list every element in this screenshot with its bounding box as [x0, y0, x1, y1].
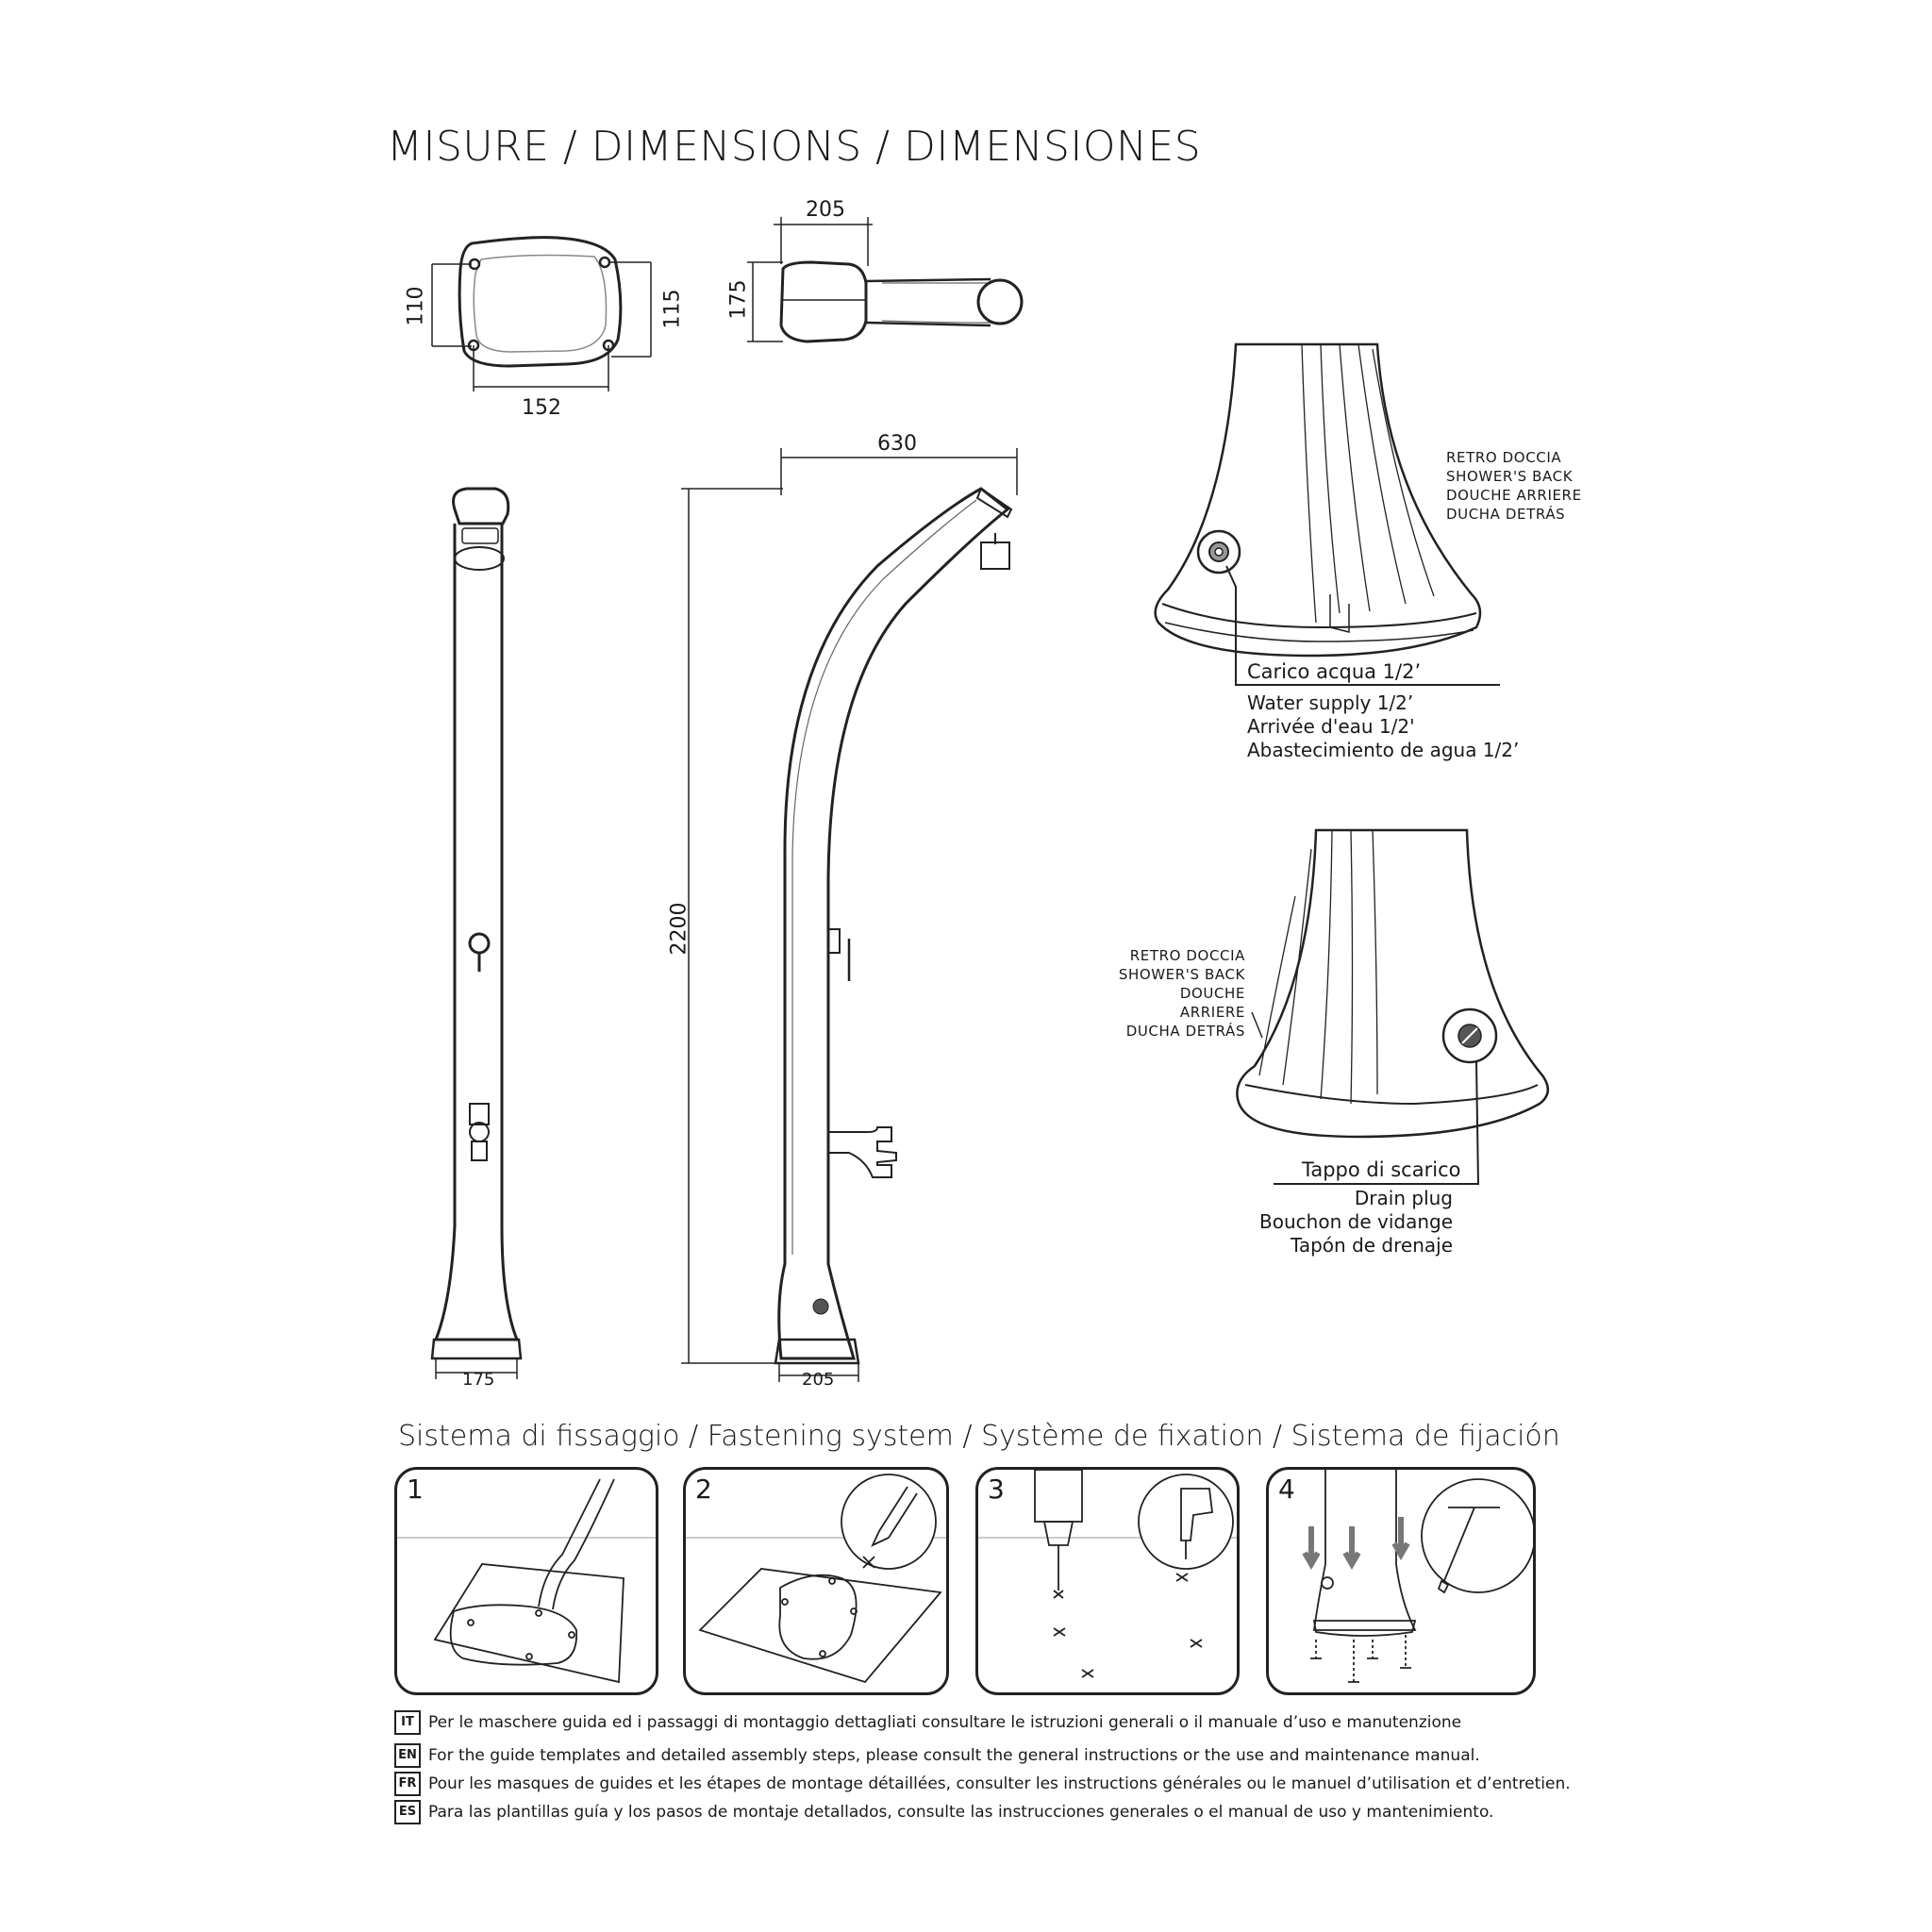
- note-text: For the guide templates and detailed ass…: [428, 1746, 1480, 1765]
- step-number: 2: [695, 1474, 712, 1505]
- note-text: Pour les masques de guides et les étapes…: [428, 1774, 1571, 1793]
- dim-front-base: 175: [462, 1370, 495, 1390]
- back-label-1: RETRO DOCCIA SHOWER'S BACK DOUCHE ARRIER…: [1446, 449, 1582, 523]
- step-number: 4: [1278, 1474, 1295, 1505]
- front-view-shower: [430, 487, 523, 1379]
- step-number: 3: [988, 1474, 1005, 1505]
- lang-badge: ES: [394, 1800, 421, 1824]
- back-label-2: RETRO DOCCIA SHOWER'S BACK DOUCHE ARRIER…: [1118, 947, 1245, 1040]
- note-fr: FR Pour les masques de guides et les éta…: [394, 1772, 1571, 1796]
- water-supply-callout: Carico acqua 1/2’: [1247, 660, 1422, 683]
- fastening-title: Sistema di fissaggio / Fastening system …: [398, 1420, 1560, 1453]
- back-view-water-supply: [1154, 342, 1500, 686]
- step-3-illustration: [978, 1470, 1237, 1678]
- dim-side-height: 2200: [667, 902, 691, 956]
- step-panel-4: 4: [1266, 1467, 1536, 1695]
- dim-top-left: 110: [404, 286, 428, 326]
- note-text: Para las plantillas guía y los pasos de …: [428, 1803, 1494, 1822]
- page-title: MISURE / DIMENSIONS / DIMENSIONES: [387, 123, 1202, 171]
- dim-head-height: 175: [726, 279, 751, 320]
- lang-badge: EN: [394, 1743, 421, 1768]
- step-panel-3: 3: [975, 1467, 1240, 1695]
- dim-side-reach: 630: [877, 432, 917, 456]
- note-en: EN For the guide templates and detailed …: [394, 1743, 1480, 1768]
- water-supply-translations: Water supply 1/2’ Arrivée d'eau 1/2' Aba…: [1247, 691, 1520, 761]
- note-it: IT Per le maschere guida ed i passaggi d…: [394, 1710, 1461, 1735]
- top-view-plate: [431, 236, 652, 391]
- back-view-drain-plug: [1236, 828, 1549, 1185]
- drain-plug-callout: Tappo di scarico: [1302, 1158, 1461, 1181]
- note-es: ES Para las plantillas guía y los pasos …: [394, 1800, 1493, 1824]
- note-text: Per le maschere guida ed i passaggi di m…: [428, 1713, 1462, 1732]
- top-view-head: [747, 217, 1024, 343]
- dim-side-base: 205: [802, 1370, 835, 1390]
- step-1-illustration: [397, 1478, 656, 1684]
- step-panel-1: 1: [394, 1467, 658, 1695]
- step-panel-2: 2: [683, 1467, 949, 1695]
- dim-head-width: 205: [806, 198, 845, 222]
- dim-top-right: 115: [660, 289, 685, 329]
- step-number: 1: [407, 1474, 424, 1505]
- step-2-illustration: [686, 1474, 946, 1684]
- step-4-illustration: [1302, 1470, 1533, 1683]
- drain-plug-translations: Drain plug Bouchon de vidange Tapón de d…: [1259, 1187, 1453, 1257]
- dim-top-width: 152: [522, 396, 561, 420]
- side-view-shower: [681, 448, 1018, 1382]
- lang-badge: FR: [394, 1772, 421, 1796]
- lang-badge: IT: [394, 1710, 421, 1735]
